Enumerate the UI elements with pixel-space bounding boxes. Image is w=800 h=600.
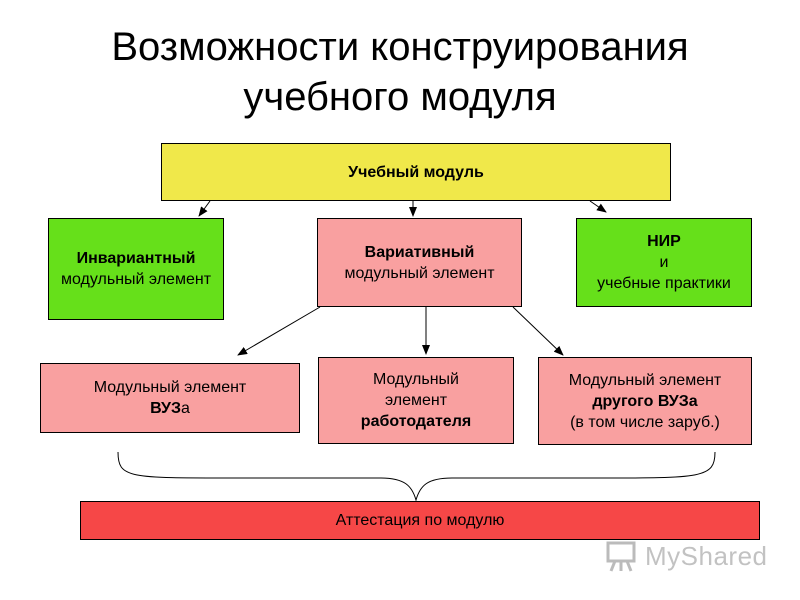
title-line-1: Возможности конструирования xyxy=(111,25,689,69)
vuz-element-line1: Модульный элемент xyxy=(93,379,247,396)
employer-line2: элемент xyxy=(384,392,448,409)
learning-module-label: Учебный модуль xyxy=(348,163,484,181)
nir-subtitle: учебные практики xyxy=(597,275,731,292)
grouping-brace xyxy=(117,451,716,502)
presentation-board-icon xyxy=(606,541,636,572)
other-vuz-line3: (в том числе заруб.) xyxy=(570,413,720,431)
nir-title: НИР xyxy=(647,233,681,250)
employer-element-box: Модульный элемент работодателя xyxy=(318,357,514,444)
watermark-text: MyShared xyxy=(645,540,768,571)
variative-element-box: Вариативный модульный элемент xyxy=(317,218,522,307)
arrow-to-invariant xyxy=(198,200,211,217)
invariant-subtitle: модульный элемент xyxy=(60,271,212,288)
attestation-box: Аттестация по модулю xyxy=(80,501,760,540)
nir-practice-box: НИР и учебные практики xyxy=(576,218,752,307)
vuz-element-line2: ВУЗа xyxy=(150,398,190,419)
employer-line1: Модульный xyxy=(373,371,459,388)
invariant-title: Инвариантный xyxy=(76,250,196,267)
employer-line3: работодателя xyxy=(360,413,472,430)
vuz-element-suffix: а xyxy=(181,400,190,417)
invariant-element-box: Инвариантный модульный элемент xyxy=(48,218,224,320)
nir-conjunction: и xyxy=(659,254,669,271)
other-vuz-line1: Модульный элемент xyxy=(568,371,722,389)
other-vuz-line2: другого ВУЗа xyxy=(592,392,698,410)
variative-title: Вариативный xyxy=(364,243,475,261)
vuz-element-abbr: ВУЗ xyxy=(150,400,181,417)
title-line-2: учебного модуля xyxy=(243,75,557,119)
vuz-element-box: Модульный элемент ВУЗа xyxy=(40,363,300,433)
page-title: Возможности конструирования учебного мод… xyxy=(0,22,800,122)
watermark-logo: MyShared xyxy=(605,538,768,574)
learning-module-box: Учебный модуль xyxy=(161,143,671,201)
arrow-to-nir xyxy=(589,200,607,213)
attestation-label: Аттестация по модулю xyxy=(335,512,505,529)
other-vuz-element-box: Модульный элемент другого ВУЗа (в том чи… xyxy=(538,357,752,445)
arrow-to-vuz-element xyxy=(237,306,321,356)
variative-subtitle: модульный элемент xyxy=(344,264,495,282)
arrow-to-other-vuz-element xyxy=(512,306,564,356)
